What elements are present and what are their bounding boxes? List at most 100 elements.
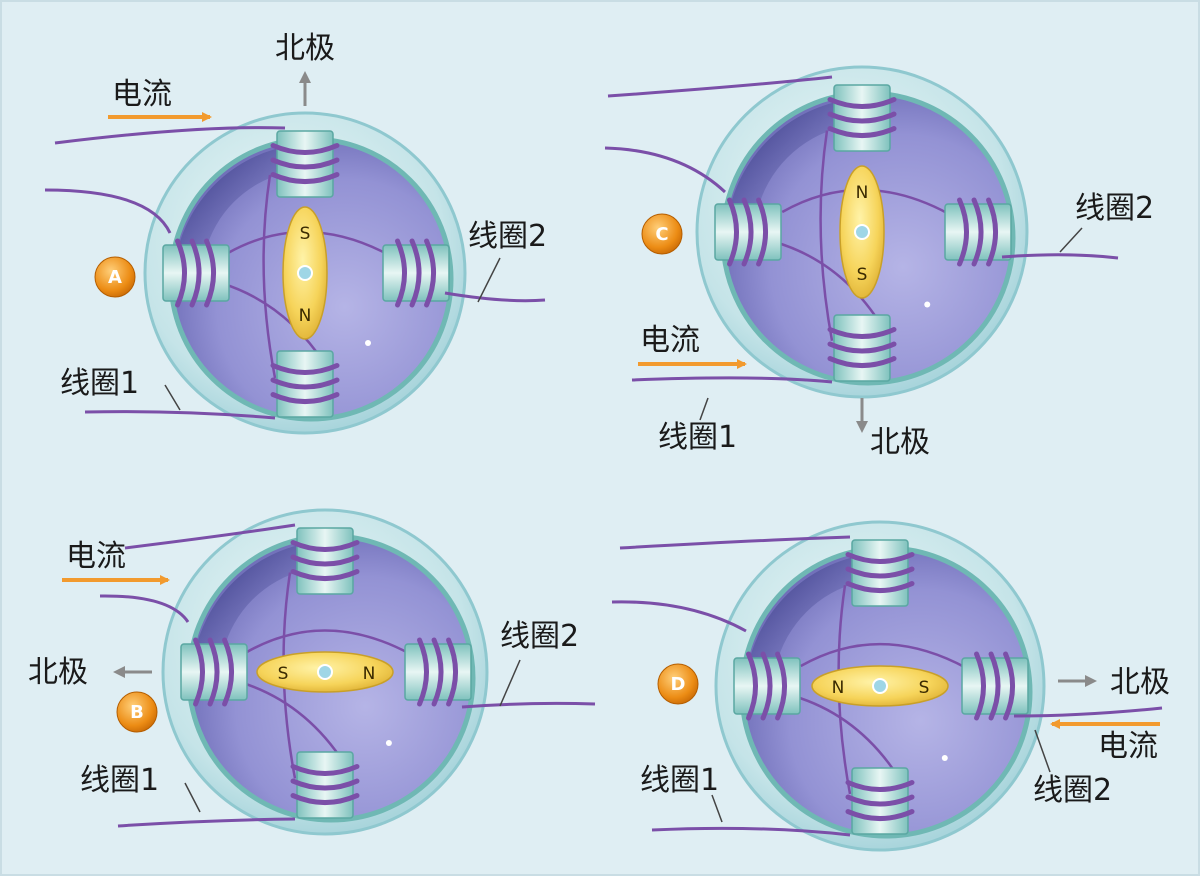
north-label: 北极 bbox=[28, 655, 88, 690]
coil2-label: 线圈2 bbox=[1033, 773, 1112, 808]
coil-right-turn bbox=[1003, 651, 1015, 721]
badge-circle bbox=[94, 256, 136, 298]
coil-right-turn bbox=[957, 197, 969, 267]
coil1-label: 线圈1 bbox=[60, 366, 139, 401]
highlight-dot bbox=[385, 740, 392, 746]
coil-left-winding bbox=[175, 238, 216, 308]
panel-badge-D: D bbox=[657, 663, 699, 705]
coil-left-turn bbox=[746, 651, 758, 721]
coil-right-turn bbox=[431, 637, 444, 707]
coil-left-winding bbox=[727, 197, 768, 267]
coil-right-winding bbox=[974, 651, 1015, 721]
coil-bottom-winding bbox=[270, 363, 340, 404]
coil-left-turn bbox=[727, 197, 739, 267]
external-leads bbox=[611, 535, 1163, 837]
coil-top-winding bbox=[827, 97, 897, 138]
rotor-shaft bbox=[317, 664, 333, 680]
coil-left-turn bbox=[204, 238, 216, 308]
coil-right-turn bbox=[409, 238, 422, 308]
lead bbox=[607, 75, 833, 98]
leader-line bbox=[1059, 227, 1083, 253]
lead bbox=[124, 523, 296, 550]
rotor-pole-right: S bbox=[919, 678, 930, 698]
external-leads bbox=[99, 523, 596, 828]
rotor-shaft bbox=[872, 678, 888, 694]
coil-right-winding bbox=[417, 637, 458, 707]
interior-shadow bbox=[175, 145, 295, 263]
coil-top-winding bbox=[290, 540, 360, 581]
coil-bottom-turn bbox=[290, 764, 360, 776]
wire-path bbox=[793, 694, 902, 781]
rotor-shaft bbox=[297, 265, 313, 281]
badge-letter: D bbox=[671, 674, 686, 695]
wire-path bbox=[246, 629, 411, 656]
coil-left-turn bbox=[741, 197, 754, 267]
rotor-pole-left: S bbox=[278, 664, 289, 684]
rotor-pole-right: N bbox=[363, 664, 376, 684]
coil-bottom-turn bbox=[845, 780, 915, 792]
lead-coil2 bbox=[444, 291, 546, 303]
coil-top-turn bbox=[845, 552, 915, 564]
arrows bbox=[108, 71, 311, 122]
rotor-shaft bbox=[854, 224, 870, 240]
coil-bottom-turn bbox=[827, 341, 897, 354]
current-label: 电流 bbox=[66, 539, 126, 574]
badge-circle bbox=[641, 213, 683, 255]
coil-left-turn bbox=[760, 651, 773, 721]
wire-path bbox=[239, 680, 347, 765]
lead-coil2 bbox=[1001, 253, 1119, 260]
rotor-magnet: SN bbox=[282, 206, 328, 340]
coil-right-turn bbox=[417, 637, 429, 707]
arrows bbox=[638, 359, 868, 433]
coil-top-turn bbox=[290, 554, 360, 567]
coil-top-winding bbox=[845, 552, 915, 593]
north-label: 北极 bbox=[870, 425, 930, 460]
badge-letter: A bbox=[108, 267, 122, 288]
external-leads bbox=[604, 75, 1119, 384]
coil-right-turn bbox=[988, 651, 1001, 721]
leader-line bbox=[1034, 729, 1051, 773]
coil-top-turn bbox=[290, 540, 360, 552]
coil-bottom-turn bbox=[270, 377, 340, 390]
coil-right-turn bbox=[986, 197, 998, 267]
current-label: 电流 bbox=[112, 77, 172, 112]
current-label: 电流 bbox=[1098, 729, 1158, 764]
lead-coil2 bbox=[461, 701, 596, 709]
current-label: 电流 bbox=[640, 323, 700, 358]
lead bbox=[44, 188, 172, 234]
coil-right-winding bbox=[957, 197, 998, 267]
rotor-pole-left: N bbox=[832, 678, 845, 698]
coil-right-turn bbox=[424, 238, 436, 308]
coil-right-turn bbox=[971, 197, 984, 267]
wire-path bbox=[262, 174, 277, 379]
coil-top-turn bbox=[845, 566, 915, 579]
arrows bbox=[62, 575, 170, 678]
interior-shadow bbox=[727, 99, 852, 222]
leader-line bbox=[164, 384, 181, 411]
lead bbox=[619, 535, 851, 550]
lead-current bbox=[54, 126, 286, 145]
coil1-label: 线圈1 bbox=[658, 420, 737, 455]
coil1-label: 线圈1 bbox=[640, 763, 719, 798]
leader-line bbox=[499, 659, 521, 707]
panel-badge-C: C bbox=[641, 213, 683, 255]
coil-top-turn bbox=[270, 143, 340, 155]
coil-top-turn bbox=[827, 111, 897, 124]
interior-shadow bbox=[193, 542, 315, 662]
coil2-label: 线圈2 bbox=[468, 219, 547, 254]
rotor-pole-top: N bbox=[856, 183, 869, 203]
wire-path bbox=[819, 130, 834, 341]
coil-bottom-turn bbox=[827, 327, 897, 339]
coil-left-turn bbox=[756, 197, 768, 267]
coil-bottom-winding bbox=[827, 327, 897, 368]
coil-right-winding bbox=[395, 238, 436, 308]
coil-bottom-winding bbox=[845, 780, 915, 821]
coil-top-turn bbox=[827, 97, 897, 109]
badge-letter: C bbox=[655, 224, 668, 245]
badge-circle bbox=[116, 691, 158, 733]
lead-coil1 bbox=[651, 826, 851, 837]
coil-top-turn bbox=[270, 172, 340, 184]
